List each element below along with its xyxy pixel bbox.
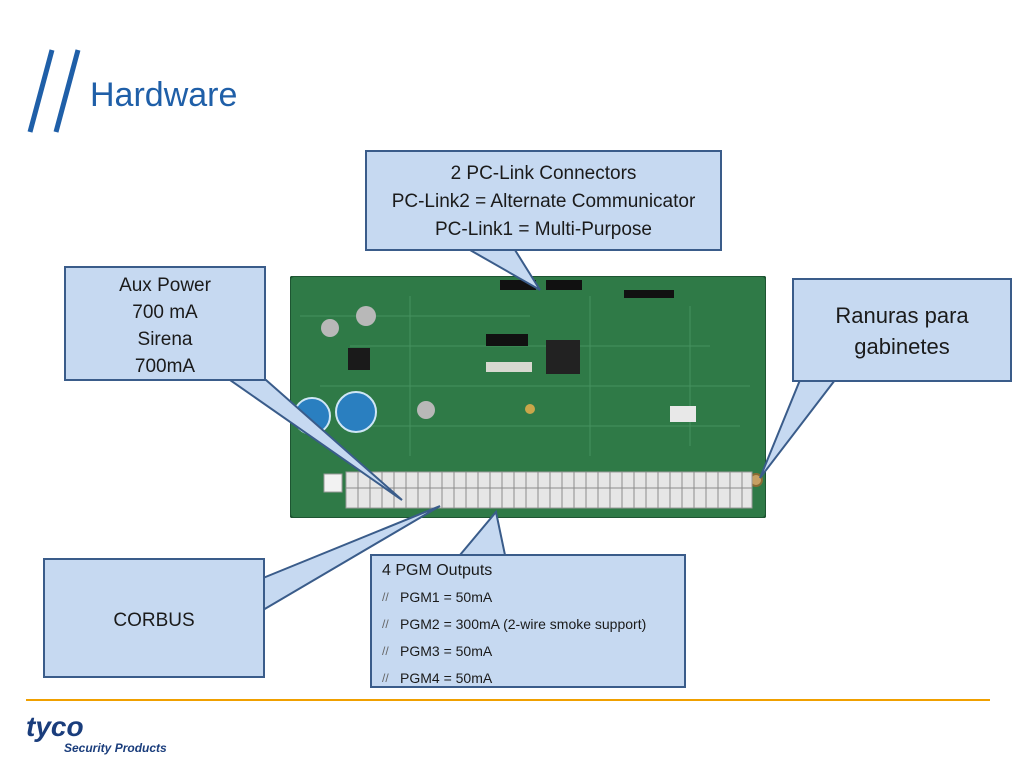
slide-title: Hardware <box>90 76 238 114</box>
cabinet-slots-callout: Ranuras para gabinetes <box>792 278 1012 382</box>
cabinet-slots-callout-line: Ranuras para <box>835 303 969 328</box>
circuit-board-image <box>290 276 766 518</box>
pgm-item-text: PGM1 = 50mA <box>400 589 493 605</box>
pgm-item-text: PGM4 = 50mA <box>400 670 493 686</box>
pc-link-callout-line: PC-Link1 = Multi-Purpose <box>434 219 652 240</box>
corbus-callout: CORBUS <box>43 558 265 678</box>
slash-bullet-icon: // <box>382 617 389 631</box>
aux-power-callout-line: 700mA <box>134 356 196 377</box>
pgm-item-text: PGM2 = 300mA (2-wire smoke support) <box>400 616 647 632</box>
tyco-logo: tyco Security Products <box>26 712 167 755</box>
aux-power-callout-line: Sirena <box>137 329 193 350</box>
aux-power-callout: Aux Power 700 mA Sirena 700mA <box>64 266 266 381</box>
slash-bullet-icon: // <box>382 644 389 658</box>
aux-power-callout-line: Aux Power <box>119 275 211 296</box>
pc-link-callout-line: 2 PC-Link Connectors <box>450 163 637 184</box>
cabinet-slots-callout-line: gabinetes <box>854 334 950 359</box>
pgm-outputs-callout: 4 PGM Outputs // PGM1 = 50mA // PGM2 = 300… <box>370 554 686 688</box>
slash-bullet-icon: // <box>382 590 389 604</box>
title-slash-icon <box>27 49 81 133</box>
pc-link-callout: 2 PC-Link Connectors PC-Link2 = Alternat… <box>365 150 722 251</box>
logo-brand: tyco <box>26 712 84 742</box>
pgm-outputs-heading: 4 PGM Outputs <box>382 562 493 579</box>
footer-divider <box>26 699 990 701</box>
slash-bullet-icon: // <box>382 671 389 685</box>
pc-link-callout-line: PC-Link2 = Alternate Communicator <box>391 191 696 212</box>
pgm-outputs-list: // PGM1 = 50mA // PGM2 = 300mA (2-wire smo… <box>382 584 684 692</box>
logo-tagline: Security Products <box>64 741 167 755</box>
corbus-callout-text: CORBUS <box>113 610 195 631</box>
list-item: // PGM2 = 300mA (2-wire smoke support) <box>382 611 684 638</box>
list-item: // PGM1 = 50mA <box>382 584 684 611</box>
list-item: // PGM3 = 50mA <box>382 638 684 665</box>
list-item: // PGM4 = 50mA <box>382 665 684 692</box>
pgm-item-text: PGM3 = 50mA <box>400 643 493 659</box>
aux-power-callout-line: 700 mA <box>132 302 198 323</box>
